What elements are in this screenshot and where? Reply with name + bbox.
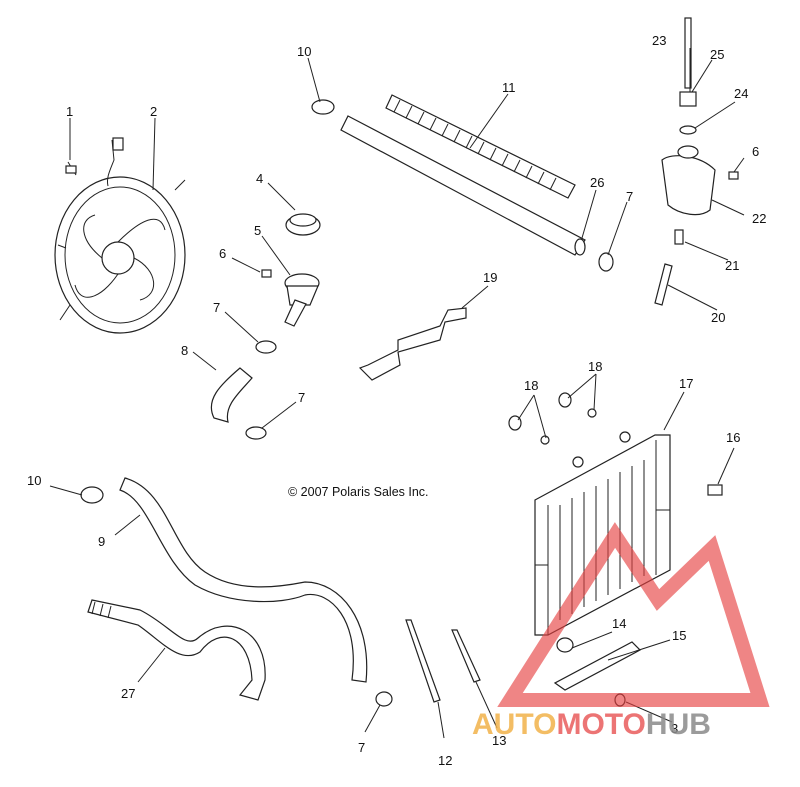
clamp-7-d	[375, 691, 393, 707]
callout-22: 22	[752, 211, 766, 226]
callout-17: 17	[679, 376, 693, 391]
clamp-7-b	[245, 426, 267, 440]
bracket-15	[553, 637, 641, 691]
screw-6-left	[261, 269, 272, 278]
leader-lines	[49, 48, 745, 739]
screw-1	[65, 161, 77, 176]
callout-7-d: 7	[358, 740, 365, 755]
callout-6-left: 6	[219, 246, 226, 261]
watermark-logo-triangle	[497, 522, 770, 707]
screw-6-right	[728, 171, 739, 180]
callout-6-right: 6	[752, 144, 759, 159]
clamp-7-a	[255, 340, 277, 354]
callout-16: 16	[726, 430, 740, 445]
callout-25: 25	[710, 47, 724, 62]
callout-23: 23	[652, 33, 666, 48]
rod-12	[405, 619, 441, 703]
callout-numbers: 1 2 3 4 5 6 6 7 7 7 7 8 9 10 10 11 12 13…	[27, 33, 766, 768]
callout-13: 13	[492, 733, 506, 748]
callout-2: 2	[150, 104, 157, 119]
copyright-text: © 2007 Polaris Sales Inc.	[288, 485, 429, 499]
clamp-10-top	[311, 99, 335, 115]
callout-11: 11	[502, 80, 516, 95]
callout-21: 21	[725, 258, 739, 273]
tube-26	[340, 115, 586, 256]
callout-12: 12	[438, 753, 452, 768]
watermark-text-auto: AUTOMOTOHUB	[472, 708, 711, 741]
callout-15: 15	[672, 628, 686, 643]
filler-neck	[284, 273, 320, 327]
callout-27: 27	[121, 686, 135, 701]
callout-7-a: 7	[213, 300, 220, 315]
callout-5: 5	[254, 223, 261, 238]
corrugated-hose	[385, 94, 576, 199]
callout-9: 9	[98, 534, 105, 549]
bolt-16	[707, 484, 723, 496]
bracket-19	[358, 307, 467, 381]
callout-7-b: 7	[298, 390, 305, 405]
tube-23	[684, 17, 692, 89]
clamp-7-c	[598, 252, 614, 272]
overflow-bottle	[661, 145, 716, 216]
callout-10-left: 10	[27, 473, 41, 488]
watermark: AUTOMOTOHUB	[472, 522, 770, 741]
radiator	[534, 431, 671, 636]
callout-19: 19	[483, 270, 497, 285]
fitting-21	[674, 229, 684, 245]
callout-4: 4	[256, 171, 263, 186]
callout-14: 14	[612, 616, 626, 631]
callout-1: 1	[66, 104, 73, 119]
callout-3: 3	[671, 721, 678, 736]
radiator-cap	[285, 213, 321, 236]
tube-20	[654, 263, 673, 306]
callout-8: 8	[181, 343, 188, 358]
callout-18-right: 18	[588, 359, 602, 374]
callout-26: 26	[590, 175, 604, 190]
callout-7-c: 7	[626, 189, 633, 204]
clamp-10-left	[80, 486, 104, 504]
callout-18-left: 18	[524, 378, 538, 393]
callout-24: 24	[734, 86, 748, 101]
grommets-18	[508, 392, 597, 445]
cap-25	[679, 91, 697, 107]
rod-13	[451, 629, 481, 683]
hose-9	[119, 477, 368, 683]
callout-10-top: 10	[297, 44, 311, 59]
hose-8	[210, 367, 253, 423]
callout-20: 20	[711, 310, 725, 325]
fan-assembly	[54, 137, 186, 334]
hose-27	[87, 599, 266, 701]
oring-24	[679, 125, 697, 135]
